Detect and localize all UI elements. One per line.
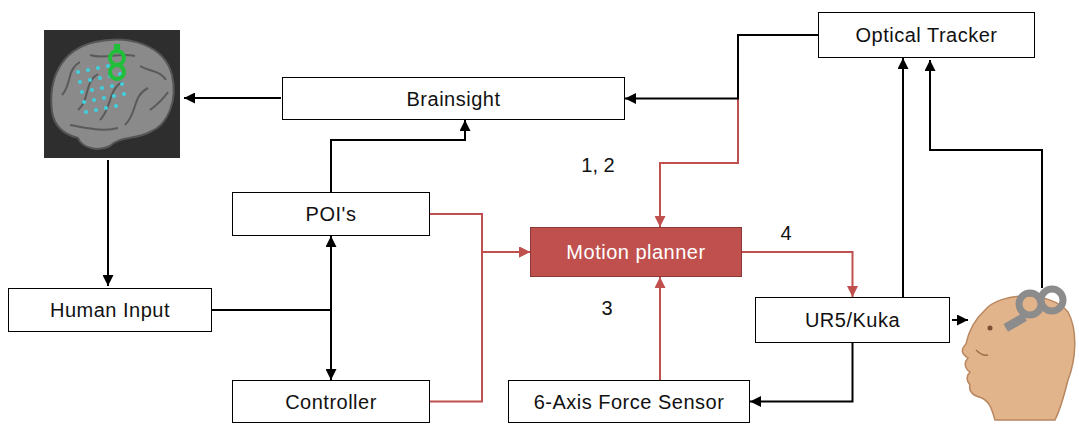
connector xyxy=(750,343,853,402)
connector xyxy=(331,120,465,192)
box-label: Optical Tracker xyxy=(856,23,998,47)
connector xyxy=(212,236,331,310)
head-coil xyxy=(1003,289,1063,332)
callout-number: 4 xyxy=(778,221,793,245)
head-eye xyxy=(988,326,993,331)
box-label: Controller xyxy=(285,390,377,414)
arrow-brain-to-input xyxy=(107,160,109,286)
process-box: POI's xyxy=(232,192,430,236)
box-label: Brainsight xyxy=(407,87,501,111)
connector xyxy=(742,252,853,297)
planner-box: Motion planner xyxy=(530,227,742,277)
box-label: Human Input xyxy=(50,298,170,322)
process-box: 6-Axis Force Sensor xyxy=(508,380,750,423)
head-illustration xyxy=(962,289,1074,420)
callout-number: 1, 2 xyxy=(579,153,616,177)
box-label: Motion planner xyxy=(566,240,705,264)
process-box: Optical Tracker xyxy=(818,12,1035,58)
callout-number: 3 xyxy=(599,296,614,320)
brain-shape xyxy=(51,40,173,149)
box-label: UR5/Kuka xyxy=(805,308,900,332)
arrow-head-to-tracker xyxy=(930,60,1042,288)
process-box: Brainsight xyxy=(282,77,625,120)
arrow-brainsight-to-brain xyxy=(184,97,281,99)
coil-marker xyxy=(110,44,124,79)
arrow-robot-to-head xyxy=(952,319,968,321)
box-label: POI's xyxy=(306,202,357,226)
brain-illustration xyxy=(44,30,180,158)
connector xyxy=(625,35,818,99)
connector xyxy=(430,214,530,252)
brain-background xyxy=(44,30,180,158)
process-box: Human Input xyxy=(8,288,212,332)
process-box: UR5/Kuka xyxy=(755,297,950,343)
connector xyxy=(212,310,331,380)
process-box: Controller xyxy=(232,380,430,423)
target-grid xyxy=(76,64,126,114)
brain-gyri xyxy=(62,55,168,130)
box-label: 6-Axis Force Sensor xyxy=(534,390,725,414)
head-shape xyxy=(962,296,1074,420)
head-mouth xyxy=(976,350,988,355)
connector xyxy=(659,277,661,380)
connector xyxy=(902,58,904,297)
